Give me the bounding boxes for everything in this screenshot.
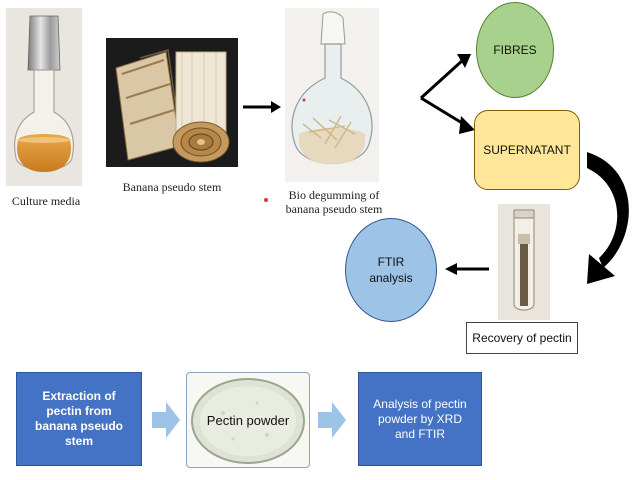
culture-media-image <box>6 8 82 186</box>
extraction-line2: pectin from <box>46 404 112 418</box>
pectin-tube-drawing <box>513 209 535 311</box>
recovery-caption: Recovery of pectin <box>472 331 572 345</box>
arrow-recovery-to-ftir <box>445 263 489 275</box>
branch-arrows <box>419 54 475 134</box>
red-dot-marker <box>264 198 268 202</box>
fibres-node: FIBRES <box>476 2 554 98</box>
arrow-powder-to-analysis <box>318 402 346 438</box>
degumming-flask-image <box>285 8 379 182</box>
analysis-line2: powder by XRD <box>377 411 463 426</box>
degumming-caption-line1: Bio degumming of <box>288 188 380 202</box>
arrow-extraction-to-powder <box>152 402 180 438</box>
banana-stem-caption: Banana pseudo stem <box>122 180 222 194</box>
curved-arrow-to-recovery <box>587 152 629 284</box>
pectin-tube-image <box>498 204 550 320</box>
pectin-powder-dish <box>191 378 305 464</box>
ftir-node: FTIR analysis <box>345 218 437 322</box>
supernatant-label: SUPERNATANT <box>483 143 571 157</box>
degumming-caption-line2: banana pseudo stem <box>285 202 383 216</box>
ftir-label-line2: analysis <box>369 271 413 285</box>
extraction-line4: stem <box>64 434 93 448</box>
ftir-label-line1: FTIR <box>377 255 405 269</box>
pectin-powder-panel: Pectin powder <box>186 372 310 468</box>
banana-stem-drawing <box>115 49 230 163</box>
supernatant-node: SUPERNATANT <box>474 110 580 190</box>
analysis-line1: Analysis of pectin <box>373 396 467 411</box>
banana-stem-image <box>106 38 238 167</box>
analysis-box: Analysis of pectin powder by XRD and FTI… <box>358 372 482 466</box>
pectin-powder-label: Pectin powder <box>206 413 290 428</box>
recovery-caption-box: Recovery of pectin <box>466 322 578 354</box>
fibres-label: FIBRES <box>493 43 537 57</box>
culture-flask-drawing <box>13 15 75 172</box>
degumming-flask-drawing <box>291 11 373 164</box>
analysis-line3: and FTIR <box>394 426 445 441</box>
extraction-line3: banana pseudo <box>34 419 123 433</box>
culture-media-caption: Culture media <box>11 194 81 208</box>
extraction-line1: Extraction of <box>42 389 116 403</box>
extraction-box: Extraction of pectin from banana pseudo … <box>16 372 142 466</box>
arrow-stem-to-degumming <box>243 101 281 113</box>
